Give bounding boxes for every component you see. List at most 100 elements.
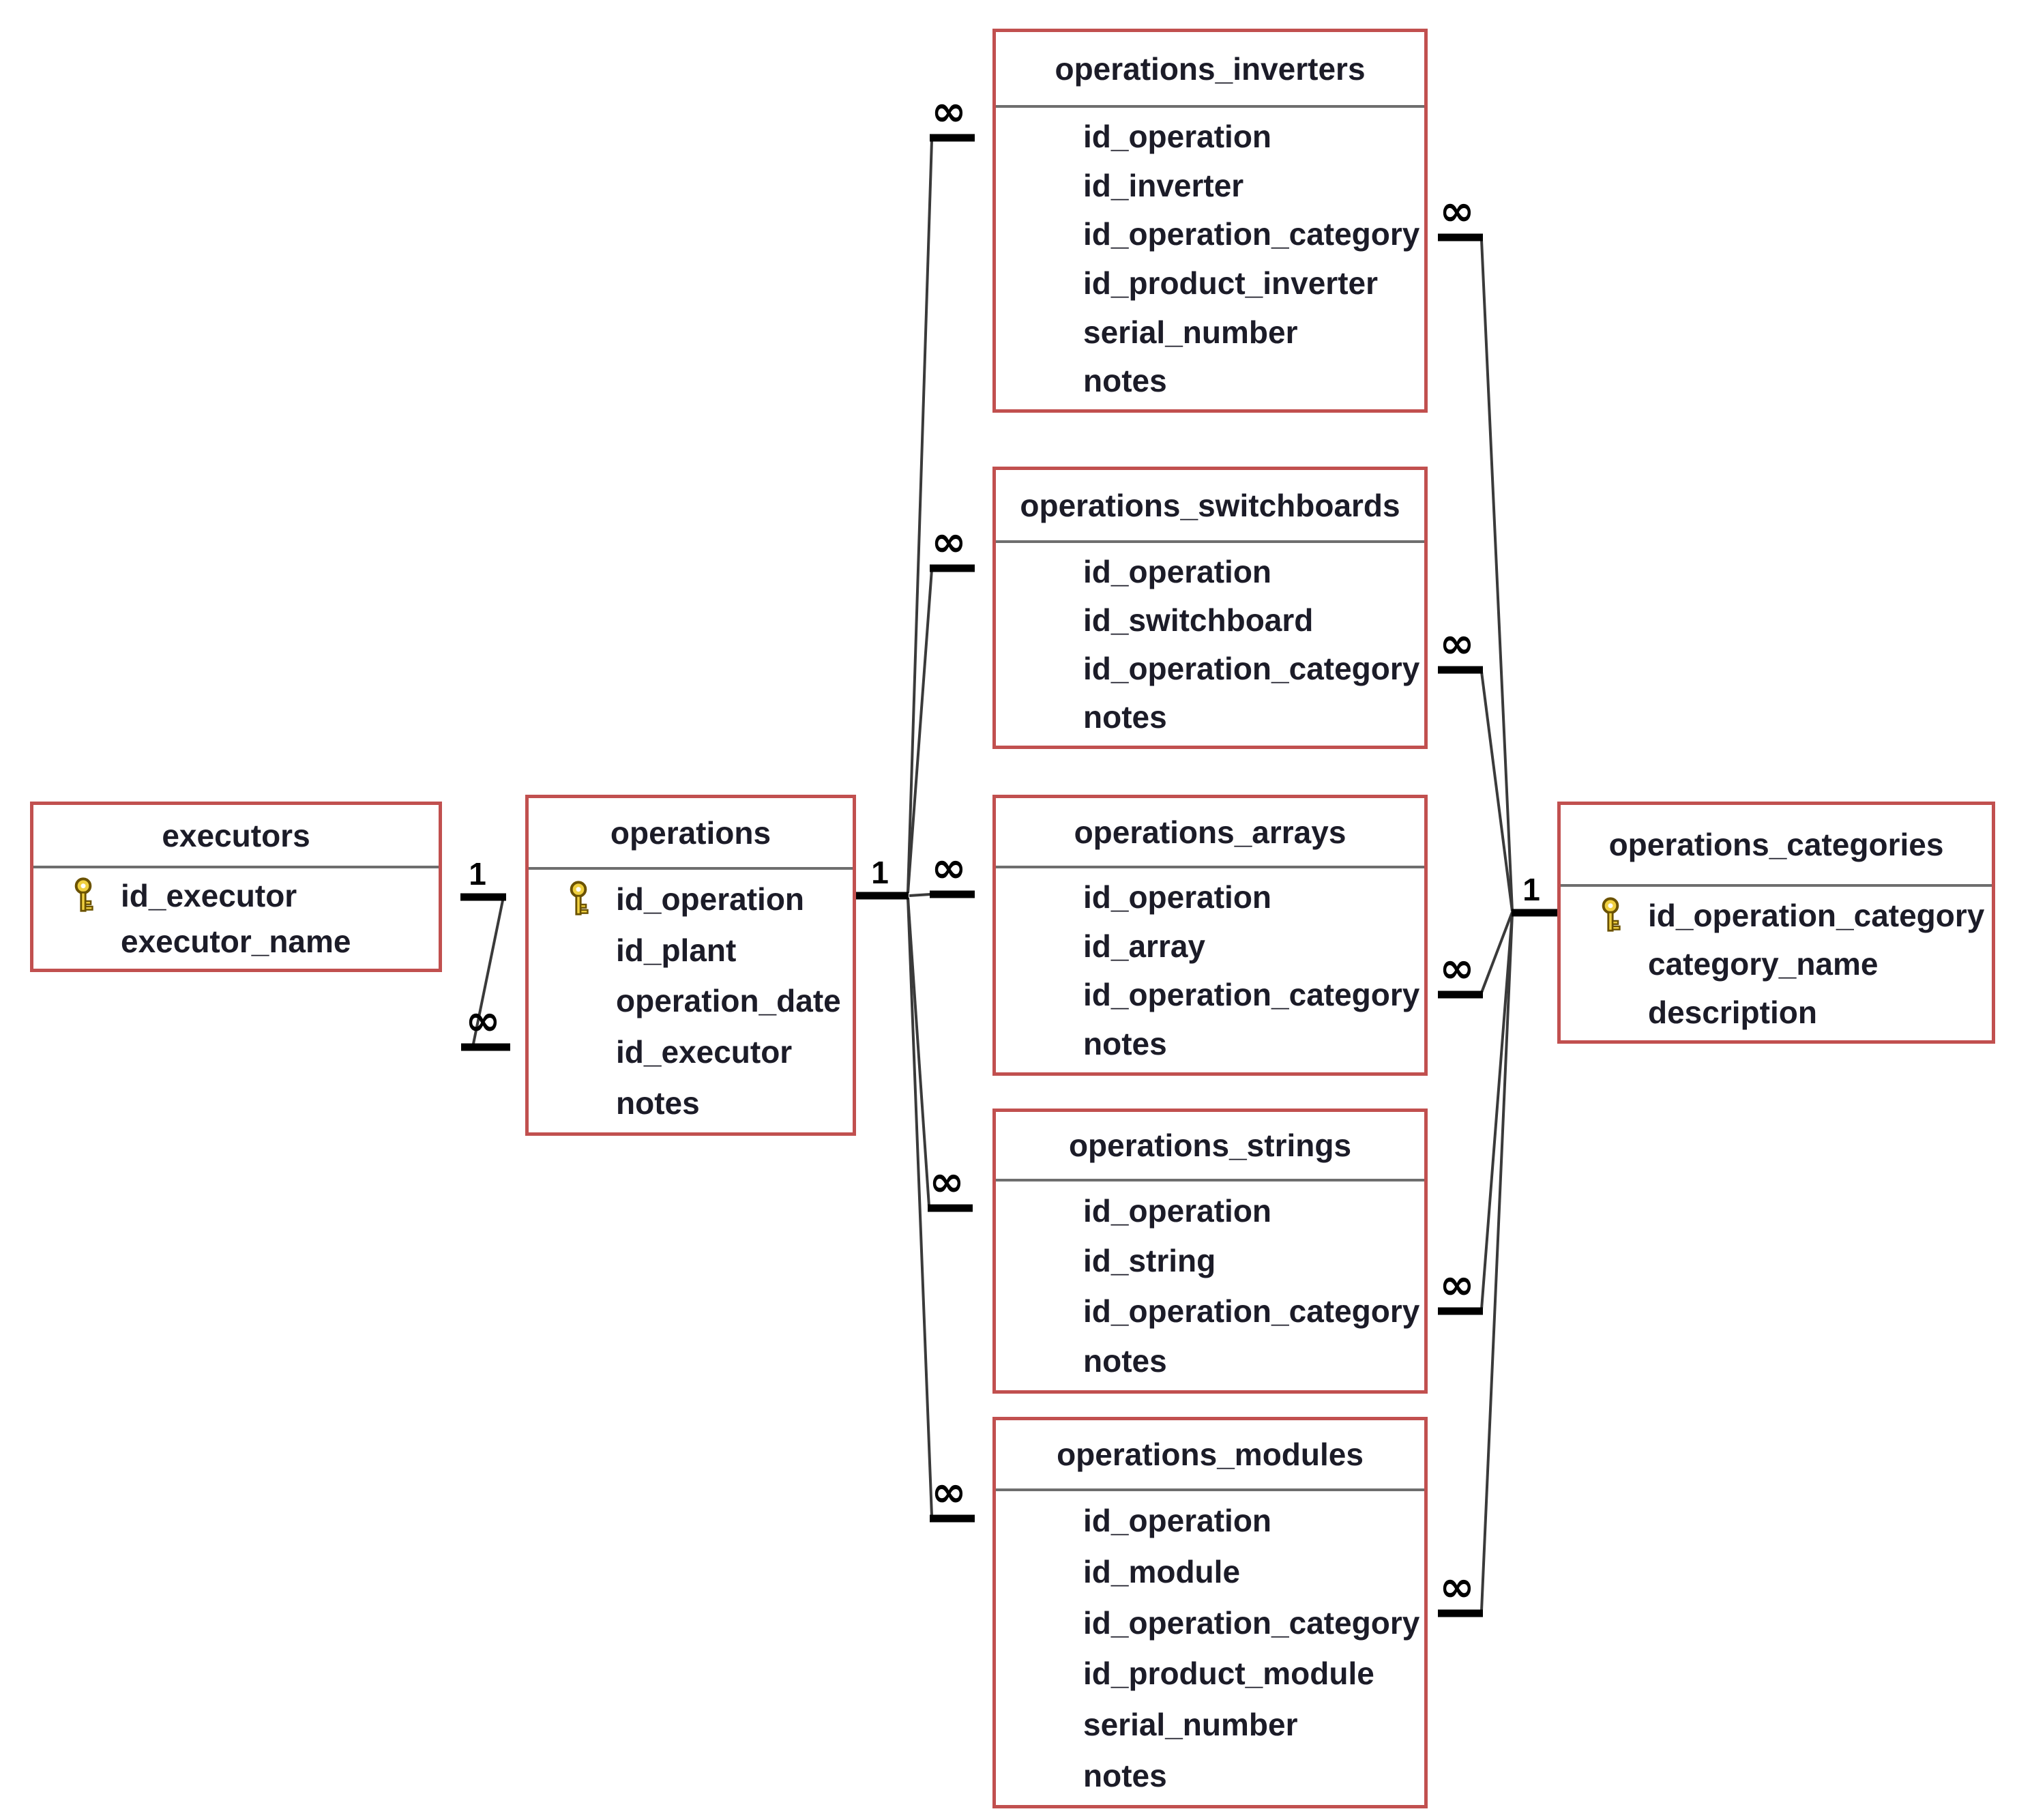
many-cardinality-bar [1438, 666, 1483, 674]
field-row-id_executor: id_executor [529, 1027, 853, 1078]
infinity-symbol: ∞ [1439, 186, 1475, 235]
table-title-operations_modules: operations_modules [996, 1420, 1424, 1491]
field-row-id_operation_category: id_operation_category [1561, 891, 1992, 939]
relationship-line-operations--operations_modules[interactable] [907, 897, 933, 1516]
field-row-serial_number: serial_number [996, 1699, 1424, 1750]
field-name: id_operation [1083, 118, 1272, 154]
field-name: notes [1083, 1343, 1167, 1379]
field-name: id_operation [1083, 1503, 1272, 1539]
field-row-id_operation: id_operation [529, 874, 853, 925]
relationship-line-operations_categories--operations_strings[interactable] [1480, 913, 1514, 1310]
field-row-id_operation_category: id_operation_category [996, 1286, 1424, 1336]
field-row-serial_number: serial_number [996, 308, 1424, 357]
many-cardinality-bar [1438, 1307, 1483, 1315]
infinity-symbol: ∞ [931, 516, 967, 566]
field-row-id_module: id_module [996, 1546, 1424, 1598]
many-cardinality-bar [1438, 990, 1483, 999]
field-row-id_operation_category: id_operation_category [996, 971, 1424, 1020]
field-row-id_operation: id_operation [996, 547, 1424, 596]
one-cardinality-label: 1 [871, 855, 889, 890]
field-row-id_operation: id_operation [996, 112, 1424, 161]
field-name: notes [1083, 1757, 1167, 1793]
field-row-notes: notes [996, 693, 1424, 742]
relationship-line-operations--operations_strings[interactable] [907, 897, 930, 1207]
table-title-operations_inverters: operations_inverters [996, 32, 1424, 108]
infinity-symbol: ∞ [929, 1156, 965, 1206]
many-cardinality-bar [461, 1043, 510, 1051]
field-name: notes [1083, 1026, 1167, 1062]
many-cardinality-bar [1438, 1609, 1483, 1617]
field-name: id_operation_category [1083, 977, 1420, 1013]
field-row-id_operation_category: id_operation_category [996, 645, 1424, 693]
infinity-symbol: ∞ [931, 86, 967, 136]
field-name: operation_date [616, 983, 841, 1019]
field-name: id_operation [616, 881, 805, 918]
relationship-line-operations_categories--operations_switchboards[interactable] [1480, 671, 1514, 912]
field-list: id_operation id_switchboard id_operation_c… [996, 543, 1424, 746]
primary-key-icon [74, 877, 93, 912]
table-title-operations: operations [529, 798, 853, 870]
one-cardinality-bar [1512, 909, 1562, 917]
field-name: id_operation_category [1083, 216, 1420, 252]
field-name: description [1648, 994, 1817, 1030]
relationship-line-operations--operations_arrays[interactable] [909, 893, 931, 897]
field-list: id_operation id_inverter id_operation_cate… [996, 108, 1424, 409]
infinity-symbol: ∞ [1439, 1561, 1475, 1611]
field-name: id_operation [1083, 879, 1272, 915]
one-cardinality-label: 1 [1522, 872, 1540, 907]
infinity-symbol: ∞ [1439, 943, 1475, 993]
field-name: id_array [1083, 928, 1206, 964]
relationship-line-operations_categories--operations_arrays[interactable] [1480, 911, 1514, 993]
field-name: id_operation [1083, 553, 1272, 589]
field-row-id_switchboard: id_switchboard [996, 596, 1424, 644]
field-name: serial_number [1083, 314, 1298, 350]
field-row-id_array: id_array [996, 922, 1424, 971]
table-title-executors: executors [33, 805, 439, 868]
field-row-id_product_module: id_product_module [996, 1648, 1424, 1699]
primary-key-icon [1602, 896, 1621, 932]
relationship-line-operations_categories--operations_modules[interactable] [1480, 913, 1514, 1611]
field-name: id_executor [616, 1034, 793, 1070]
field-name: id_switchboard [1083, 602, 1314, 638]
many-cardinality-bar [930, 890, 975, 898]
relationship-line-operations--operations_inverters[interactable] [907, 140, 933, 893]
field-name: executor_name [121, 924, 351, 960]
many-cardinality-bar [1438, 233, 1483, 241]
table-operations_inverters[interactable]: operations_inverters id_operation id_inver… [992, 29, 1428, 413]
field-row-category_name: category_name [1561, 939, 1992, 988]
field-row-id_string: id_string [996, 1236, 1424, 1287]
relationship-line-executors--operations[interactable] [472, 900, 504, 1044]
one-cardinality-label: 1 [469, 856, 486, 892]
field-row-id_operation: id_operation [996, 1186, 1424, 1236]
field-row-id_operation_category: id_operation_category [996, 1597, 1424, 1648]
field-row-id_executor: id_executor [33, 872, 439, 919]
field-row-id_operation: id_operation [996, 1495, 1424, 1546]
infinity-symbol: ∞ [465, 995, 501, 1045]
one-cardinality-bar [460, 893, 506, 901]
field-row-notes: notes [996, 356, 1424, 405]
field-name: id_inverter [1083, 167, 1244, 203]
field-row-id_product_inverter: id_product_inverter [996, 259, 1424, 308]
field-row-description: description [1561, 988, 1992, 1036]
field-name: id_operation_category [1083, 1293, 1420, 1329]
field-list: id_operation id_array id_operation_categor… [996, 868, 1424, 1072]
field-list: id_executor executor_name [33, 868, 439, 969]
relationship-line-operations_categories--operations_inverters[interactable] [1480, 239, 1514, 911]
field-name: id_module [1083, 1554, 1241, 1589]
field-row-id_operation: id_operation [996, 872, 1424, 922]
many-cardinality-bar [930, 564, 975, 572]
relationship-line-operations--operations_switchboards[interactable] [907, 569, 933, 894]
infinity-symbol: ∞ [1439, 618, 1475, 668]
many-cardinality-bar [930, 1514, 975, 1523]
